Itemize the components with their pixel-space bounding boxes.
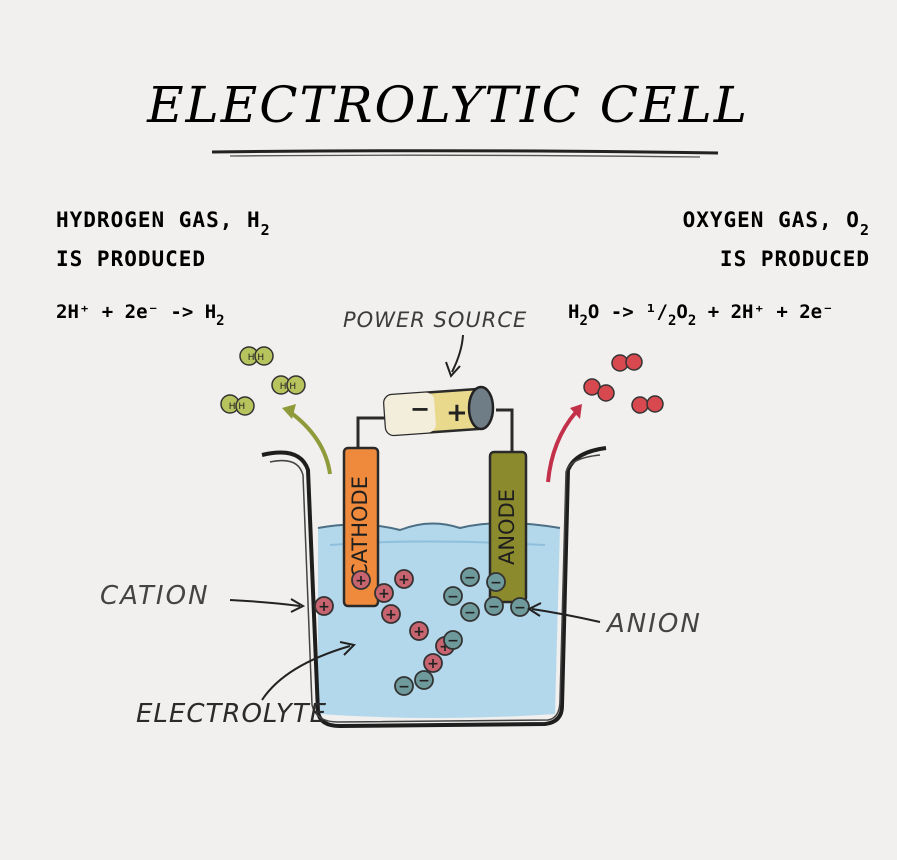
- svg-text:+: +: [413, 624, 425, 640]
- oxygen-gas-label: OXYGEN GAS, O2: [683, 208, 870, 239]
- electrolyte-pointer: [261, 645, 351, 701]
- svg-text:−: −: [447, 633, 459, 649]
- cathode-wire: [356, 416, 385, 450]
- svg-text:+: +: [427, 656, 439, 672]
- h2-molecule: H H: [271, 375, 306, 395]
- svg-text:+: +: [385, 607, 397, 623]
- hydrogen-produced-label: IS PRODUCED: [56, 247, 206, 271]
- anion-particle: −: [460, 567, 480, 587]
- hydrogen-rising-arrow: [288, 410, 332, 475]
- anions-group: −−−−−−−−−: [394, 567, 530, 696]
- cation-particle: +: [314, 596, 334, 616]
- anion-label: ANION: [605, 609, 702, 639]
- cation-particle: +: [409, 621, 429, 641]
- svg-text:+: +: [378, 586, 390, 602]
- anion-pointer: [531, 608, 601, 623]
- anode-equation: H2O -> ¹/2O2 + 2H⁺ + 2e⁻: [568, 301, 834, 329]
- cations-group: ++++++++: [314, 569, 455, 673]
- svg-text:−: −: [464, 570, 476, 586]
- power-source-pointer: [451, 334, 464, 373]
- oxygen-rising-arrow: [546, 410, 578, 483]
- cathode-electrode: CATHODE: [342, 446, 380, 608]
- svg-text:H H: H H: [229, 402, 245, 412]
- anion-particle: −: [484, 596, 504, 616]
- svg-text:+: +: [355, 573, 367, 589]
- oxygen-produced-label: IS PRODUCED: [720, 247, 870, 271]
- svg-text:+: +: [398, 572, 410, 588]
- cation-particle: +: [381, 604, 401, 624]
- anion-particle: −: [443, 586, 463, 606]
- title-underline: [211, 149, 719, 155]
- svg-text:−: −: [488, 599, 500, 615]
- anode-wire: [496, 408, 514, 452]
- anode-electrode: ANODE: [488, 450, 528, 604]
- svg-text:−: −: [490, 575, 502, 591]
- anion-particle: −: [460, 602, 480, 622]
- svg-text:H H: H H: [248, 353, 264, 363]
- anion-particle: −: [486, 572, 506, 592]
- svg-text:+: +: [318, 599, 330, 615]
- anode-label: ANODE: [495, 489, 519, 565]
- cation-pointer: [229, 599, 301, 607]
- cation-particle: +: [374, 583, 394, 603]
- o2-molecule: [583, 378, 615, 402]
- svg-text:−: −: [464, 605, 476, 621]
- cation-label: CATION: [100, 581, 210, 611]
- cathode-equation: 2H⁺ + 2e⁻ -> H2: [56, 301, 225, 329]
- anion-particle: −: [414, 670, 434, 690]
- hydrogen-gas-label: HYDROGEN GAS, H2: [56, 208, 271, 239]
- o2-molecule: [611, 353, 643, 372]
- page-title: ELECTROLYTIC CELL: [146, 76, 749, 134]
- cathode-label: CATHODE: [348, 476, 372, 578]
- battery-icon: − +: [383, 385, 495, 437]
- power-source-label: POWER SOURCE: [343, 308, 527, 332]
- cation-particle: +: [423, 653, 443, 673]
- cation-particle: +: [394, 569, 414, 589]
- svg-text:−: −: [447, 589, 459, 605]
- svg-text:−: −: [514, 600, 526, 616]
- svg-text:−: −: [418, 673, 430, 689]
- h2-molecule: H H: [220, 394, 255, 416]
- anion-particle: −: [394, 676, 414, 696]
- anion-particle: −: [510, 597, 530, 617]
- anion-particle: −: [443, 630, 463, 650]
- electrolyte-label: ELECTROLYTE: [136, 699, 327, 729]
- o2-molecule: [631, 395, 664, 414]
- battery-minus-sign: −: [410, 395, 430, 423]
- h2-molecule: H H: [239, 346, 274, 366]
- cation-particle: +: [351, 570, 371, 590]
- battery-plus-sign: +: [446, 398, 468, 428]
- svg-text:H H: H H: [280, 382, 296, 392]
- beaker: [261, 446, 607, 729]
- svg-text:+: +: [439, 639, 451, 655]
- svg-text:−: −: [398, 679, 410, 695]
